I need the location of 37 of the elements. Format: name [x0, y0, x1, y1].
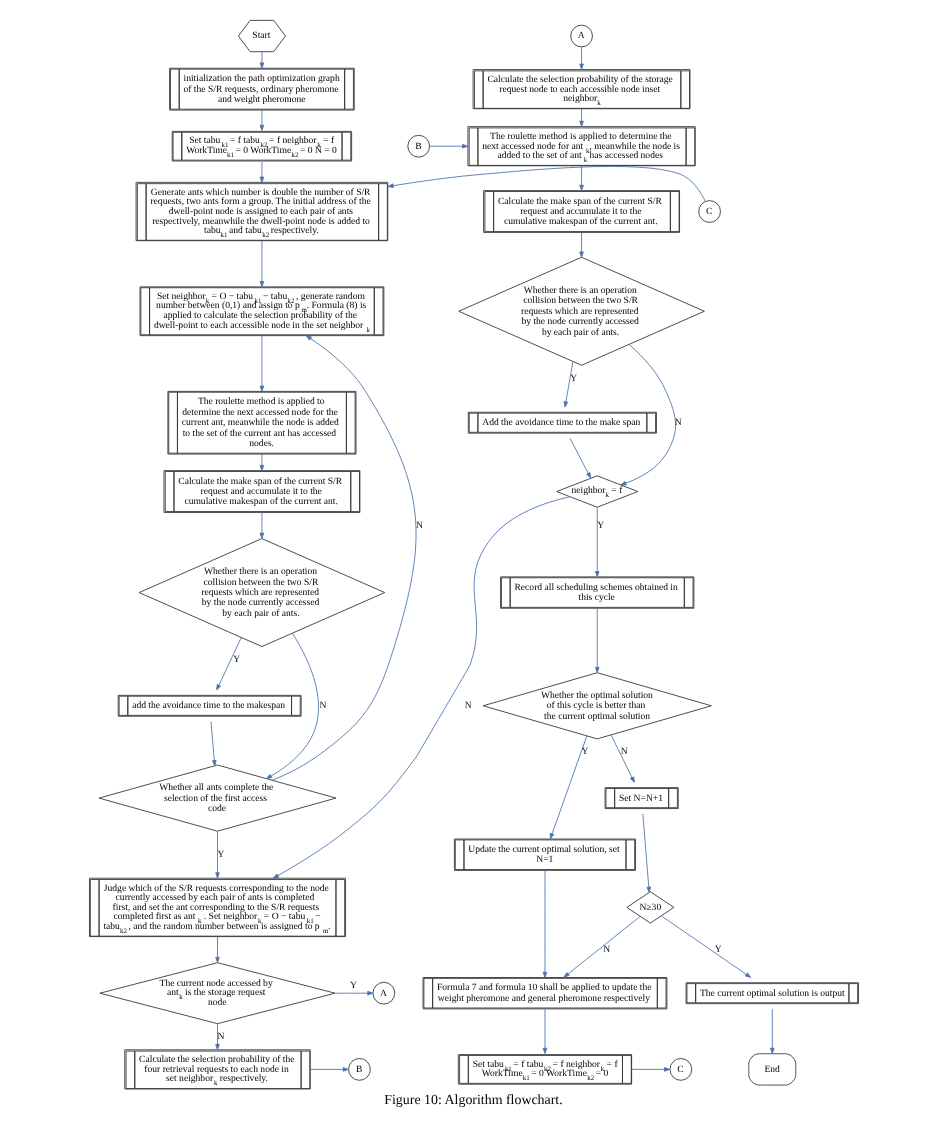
arrow [259, 109, 265, 131]
arrow [610, 734, 635, 783]
arrow [542, 870, 548, 978]
arrow [309, 1067, 349, 1072]
arrow [579, 108, 584, 127]
arrow [631, 1067, 671, 1072]
arrow [542, 1008, 548, 1054]
arrow [259, 453, 265, 472]
arrow [563, 916, 641, 978]
arrow [579, 46, 584, 70]
arrow [259, 161, 265, 183]
arrow [215, 1023, 220, 1050]
arrow [549, 735, 588, 840]
arrow [259, 240, 265, 288]
arrow [272, 496, 571, 879]
arrow [661, 915, 752, 978]
arrow [579, 232, 584, 258]
arrow [334, 990, 374, 996]
arrow [259, 51, 265, 69]
arrow [216, 637, 242, 691]
arrow [259, 335, 265, 392]
arrow [210, 721, 217, 767]
arrow [215, 936, 220, 963]
arrow [429, 143, 469, 149]
arrow [387, 166, 706, 202]
arrow [594, 507, 600, 578]
arrow [215, 830, 220, 879]
arrow [770, 1008, 775, 1054]
arrow [569, 438, 592, 479]
arrow [271, 335, 417, 781]
arrow [579, 165, 584, 191]
arrow [594, 608, 600, 673]
arrow [259, 512, 265, 539]
arrow [563, 361, 574, 408]
arrow [265, 632, 319, 779]
arrow [642, 813, 652, 893]
arrow [620, 344, 676, 486]
